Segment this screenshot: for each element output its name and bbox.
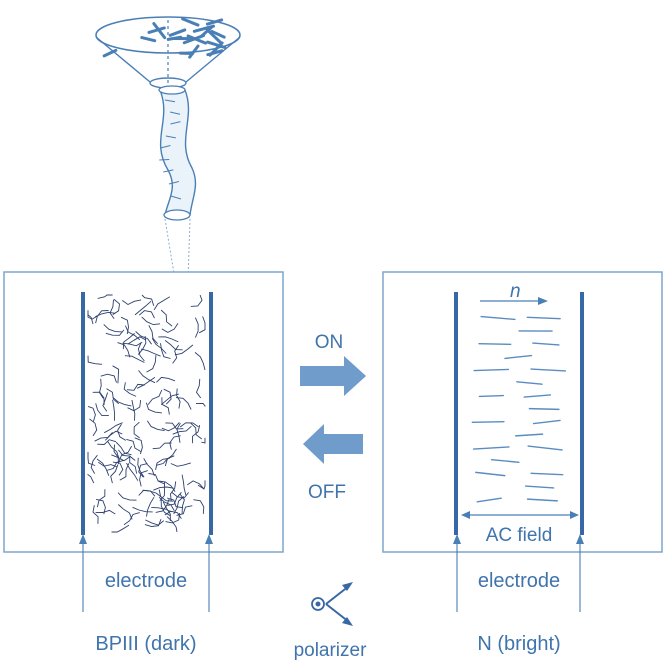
polarizer-icon bbox=[312, 582, 353, 626]
on-arrow bbox=[300, 356, 366, 396]
off-label: OFF bbox=[308, 482, 346, 503]
funnel-side-left bbox=[96, 37, 150, 82]
right-cell-panel bbox=[383, 272, 662, 552]
funnel-rod bbox=[104, 50, 116, 56]
tube-bottom-cap bbox=[164, 210, 190, 220]
tube-body bbox=[160, 90, 195, 215]
nematic-state-label: N (bright) bbox=[477, 633, 560, 655]
polarizer-label: polarizer bbox=[294, 640, 368, 661]
nematic-rod bbox=[479, 396, 503, 397]
funnel-rods bbox=[104, 19, 225, 57]
tube-top-cap bbox=[159, 86, 185, 94]
left-electrode-label: electrode bbox=[105, 570, 187, 592]
funnel-rod bbox=[183, 19, 198, 25]
off-arrow bbox=[303, 424, 363, 464]
nematic-rod bbox=[472, 422, 504, 423]
on-label: ON bbox=[315, 332, 344, 353]
nematic-rod bbox=[479, 344, 511, 345]
funnel-rod bbox=[142, 38, 155, 41]
right-electrode-label: electrode bbox=[478, 570, 560, 592]
left-cell-panel bbox=[4, 272, 283, 552]
bpiii-state-label: BPIII (dark) bbox=[95, 633, 196, 655]
director-label: n bbox=[510, 281, 521, 302]
funnel-magnifier bbox=[96, 17, 240, 95]
funnel-rod bbox=[170, 30, 185, 35]
ac-field-label: AC field bbox=[486, 525, 553, 546]
nematic-rod bbox=[529, 409, 559, 410]
